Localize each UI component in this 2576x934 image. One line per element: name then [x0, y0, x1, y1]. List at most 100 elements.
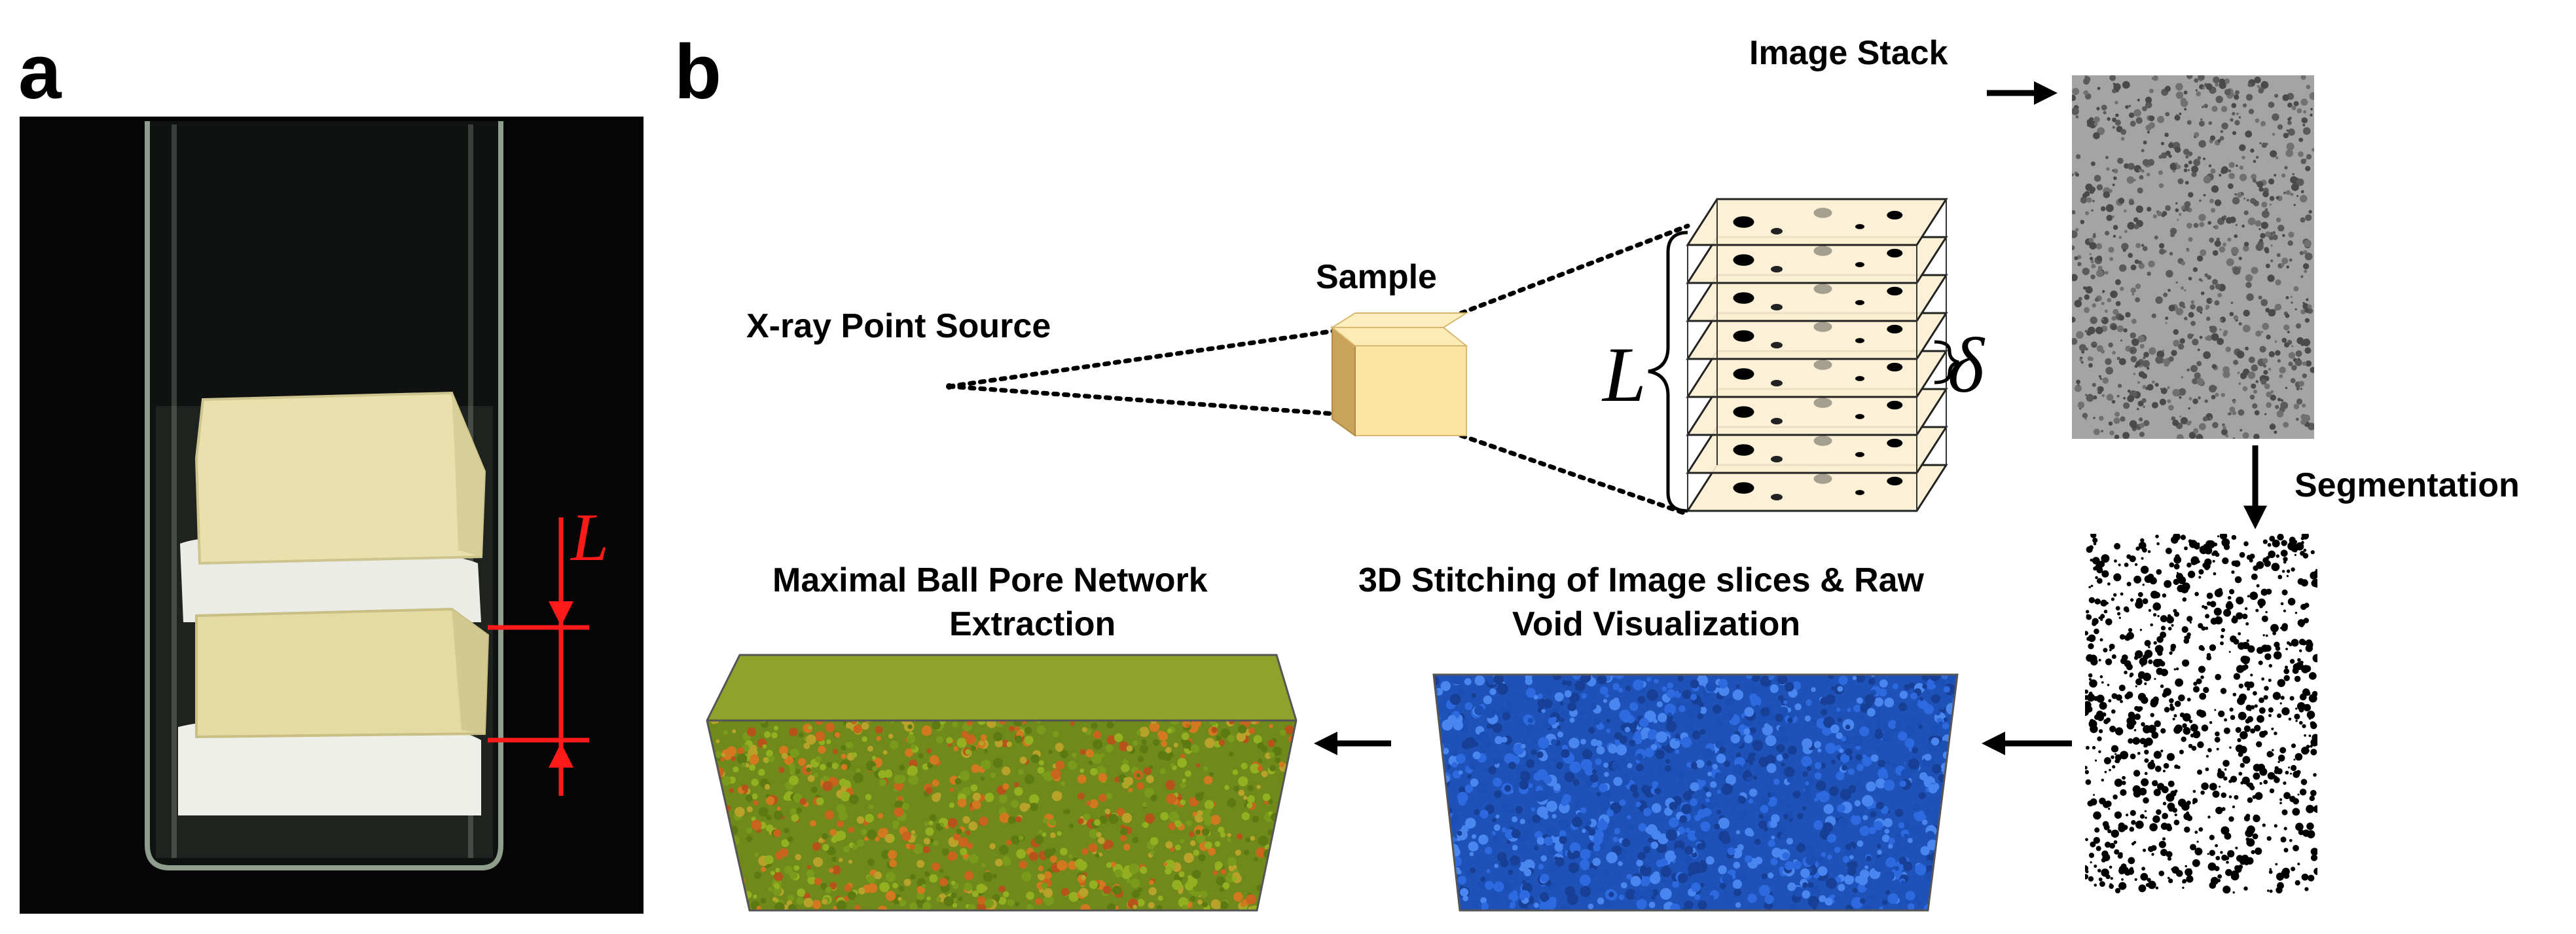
grayscale-pore [2180, 98, 2186, 104]
pore-ball [1157, 751, 1167, 760]
pore-ball [773, 726, 779, 731]
segmented-pore [2283, 848, 2289, 853]
grayscale-pore [2113, 176, 2117, 180]
segmented-pore [2193, 681, 2198, 686]
pore-ball [1038, 865, 1044, 872]
void-sphere [1747, 893, 1757, 903]
pore-ball [1293, 739, 1296, 745]
pore-ball [1196, 763, 1201, 768]
grayscale-pore [2300, 275, 2304, 278]
maximal-ball-label-line1: Maximal Ball Pore Network [772, 561, 1208, 599]
grayscale-pore [2312, 148, 2314, 152]
void-sphere [1718, 746, 1726, 754]
grayscale-pore [2291, 301, 2293, 304]
grayscale-pore [2143, 352, 2149, 358]
pore-ball [1121, 869, 1132, 880]
grayscale-pore [2091, 263, 2096, 269]
segmented-pore [2253, 814, 2260, 823]
grayscale-pore [2142, 159, 2150, 166]
segmented-pore [2128, 738, 2133, 744]
void-sphere [1785, 682, 1794, 692]
pore-ball [1288, 656, 1294, 662]
segmented-pore [2294, 675, 2301, 682]
slice-pore [1887, 400, 1903, 410]
grayscale-pore [2120, 416, 2126, 422]
segmented-pore [2157, 783, 2165, 791]
segmented-pore [2240, 656, 2248, 663]
segmented-pore [2111, 654, 2116, 659]
pore-ball [921, 725, 932, 736]
segmented-pore [2286, 574, 2289, 578]
grayscale-pore [2302, 361, 2307, 366]
void-sphere [1515, 776, 1520, 782]
pore-ball [1148, 902, 1155, 909]
void-sphere [1438, 791, 1443, 796]
pore-ball [813, 772, 818, 778]
segmented-pore [2209, 783, 2217, 791]
pore-ball [856, 768, 861, 773]
grayscale-pore [2196, 378, 2204, 386]
grayscale-pore [2102, 377, 2109, 384]
void-sphere [1487, 723, 1493, 729]
grayscale-pore [2122, 81, 2130, 89]
grayscale-pore [2268, 351, 2275, 358]
pore-ball [1165, 841, 1173, 849]
void-sphere [1531, 749, 1537, 755]
pore-ball [847, 891, 856, 900]
void-sphere [1619, 799, 1626, 806]
void-sphere [1857, 840, 1864, 847]
segmented-pore [2135, 685, 2137, 688]
void-sphere [1847, 867, 1857, 876]
pore-ball [980, 776, 985, 781]
void-sphere [1875, 778, 1886, 789]
grayscale-pore [2097, 86, 2101, 90]
segmented-pore [2166, 851, 2173, 858]
pore-ball [986, 720, 997, 728]
void-sphere [1453, 720, 1463, 730]
void-sphere [1777, 736, 1784, 743]
pore-ball [1018, 835, 1024, 841]
grayscale-pore [2249, 394, 2255, 400]
grayscale-pore [2245, 346, 2249, 350]
void-sphere [1596, 746, 1605, 755]
segmented-pore [2291, 639, 2299, 647]
void-sphere [1476, 782, 1489, 794]
grayscale-pore [2092, 303, 2097, 308]
segmented-pore [2207, 748, 2212, 753]
pore-ball [1021, 871, 1032, 882]
void-sphere [1857, 883, 1867, 893]
grayscale-pore [2192, 378, 2198, 384]
segmented-pore [2186, 616, 2193, 622]
segmented-pore [2279, 702, 2282, 705]
segmented-pore [2092, 538, 2098, 543]
pore-ball [1024, 736, 1034, 745]
segmented-pore [2190, 559, 2197, 565]
segmented-pore [2299, 720, 2303, 725]
pore-ball [932, 779, 939, 787]
pore-ball [707, 841, 712, 850]
void-sphere [1866, 855, 1872, 861]
pore-ball [977, 720, 987, 725]
void-sphere [1931, 725, 1939, 734]
grayscale-pore [2130, 356, 2137, 363]
void-sphere [1440, 845, 1451, 856]
grayscale-pore [2272, 113, 2279, 121]
void-sphere [1678, 873, 1688, 884]
grayscale-pore [2220, 318, 2222, 322]
grayscale-pore [2266, 402, 2272, 408]
grayscale-pore [2291, 345, 2294, 348]
segmented-pore [2129, 827, 2135, 832]
segmented-pore [2212, 791, 2220, 798]
grayscale-pore [2108, 421, 2113, 426]
pore-ball [831, 762, 839, 770]
void-sphere [1787, 882, 1796, 891]
grayscale-pore [2260, 81, 2269, 89]
segmented-pore [2217, 874, 2222, 879]
pore-ball [713, 853, 721, 861]
void-sphere [1834, 846, 1841, 853]
grayscale-pore [2213, 225, 2215, 229]
void-sphere [1716, 717, 1722, 724]
void-sphere [1681, 804, 1692, 814]
void-sphere [1436, 830, 1448, 842]
